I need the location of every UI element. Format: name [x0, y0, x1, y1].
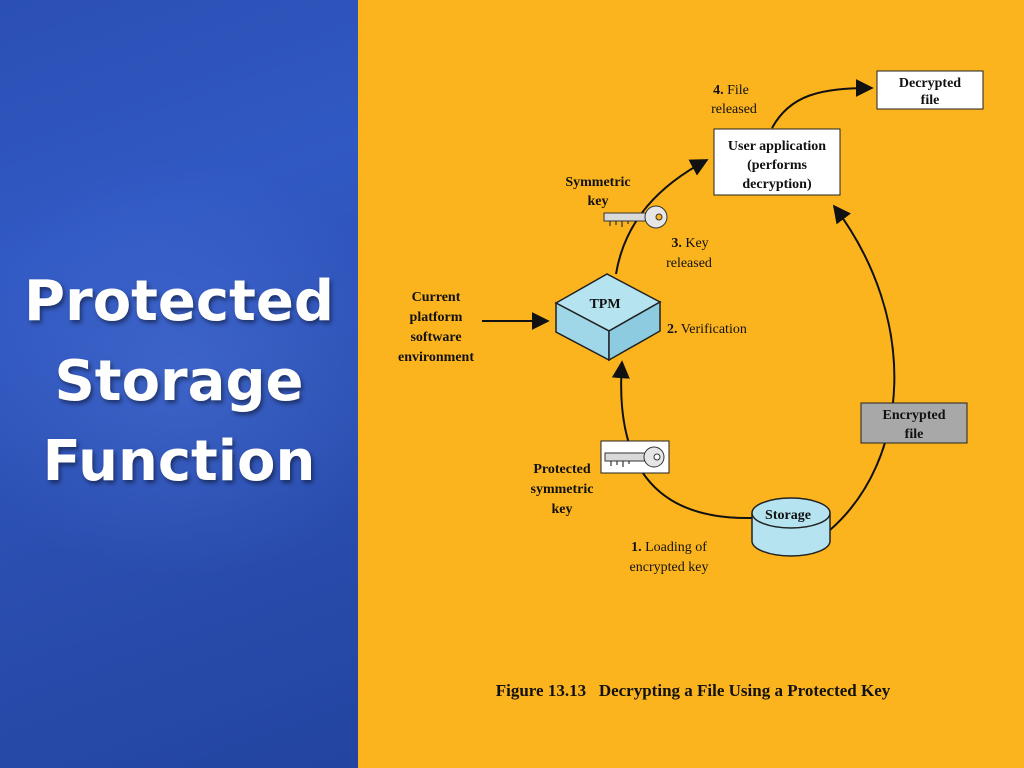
step-1-text-2: encrypted key [630, 560, 709, 575]
step-3-text: Key [685, 236, 708, 251]
encrypted-file-label-2: file [905, 427, 924, 442]
symmetric-key-label-2: key [588, 194, 609, 209]
protected-key-label-1: Protected [533, 462, 590, 477]
user-app-label-1: User application [728, 139, 826, 154]
title-line-2: Storage [54, 349, 304, 414]
step-4-text-2: released [711, 102, 757, 117]
svg-text:3. Key: 3. Key [671, 236, 708, 251]
background-glow [0, 160, 358, 580]
storage-label: Storage [765, 508, 811, 523]
step-1-label: 1. Loading of encrypted key [630, 540, 709, 575]
protected-key-icon [600, 440, 670, 474]
key-icon [603, 205, 668, 229]
step-1-number: 1. [631, 540, 642, 555]
platform-label-3: software [410, 330, 461, 345]
title-line-1: Protected [24, 269, 334, 334]
protected-key-label-2: symmetric [531, 482, 594, 497]
user-app-label-2: (performs [747, 158, 807, 173]
platform-label-2: platform [410, 310, 463, 325]
current-platform-label: Current platform software environment [398, 290, 474, 365]
step-4-label: 4. File released [711, 83, 757, 117]
tpm-chip: TPM [554, 273, 662, 362]
decrypted-file-label-1: Decrypted [899, 76, 961, 91]
user-application-box: User application (performs decryption) [713, 128, 841, 196]
platform-label-4: environment [398, 350, 474, 365]
step-4-text: File [727, 83, 749, 98]
platform-label-1: Current [412, 290, 461, 305]
decrypted-file-box: Decrypted file [876, 70, 984, 110]
arrow-file-released [771, 79, 874, 129]
step-1-text: Loading of [645, 540, 707, 555]
encrypted-file-box: Encrypted file [860, 402, 968, 444]
title-line-3: Function [42, 429, 316, 494]
arrow-loading-key [611, 360, 753, 520]
title-panel: Protected Storage Function [0, 0, 358, 768]
slide-title: Protected Storage Function [0, 262, 358, 502]
svg-text:1. Loading of: 1. Loading of [631, 540, 707, 555]
tpm-label: TPM [589, 297, 620, 312]
symmetric-key-label: Symmetric key [565, 175, 630, 209]
encrypted-file-label-1: Encrypted [883, 408, 946, 423]
decrypted-file-label-2: file [921, 93, 940, 108]
arrow-encrypted-file [829, 204, 896, 531]
symmetric-key-label-1: Symmetric [565, 175, 630, 190]
step-2-number: 2. [667, 322, 678, 337]
step-2-text: Verification [681, 322, 747, 337]
step-4-number: 4. [713, 83, 724, 98]
user-app-label-3: decryption) [742, 177, 812, 192]
step-2-label: 2. Verification [667, 322, 747, 337]
step-3-number: 3. [671, 236, 682, 251]
step-3-text-2: released [666, 256, 712, 271]
storage-cylinder: Storage [751, 497, 831, 557]
figure-caption: Figure 13.13 Decrypting a File Using a P… [496, 681, 891, 700]
diagram-panel [358, 0, 1024, 768]
protected-key-label: Protected symmetric key [531, 462, 594, 517]
step-3-label: 3. Key released [666, 236, 712, 271]
protected-key-label-3: key [552, 502, 573, 517]
svg-text:4. File: 4. File [713, 83, 749, 98]
arrow-key-released [615, 159, 709, 275]
